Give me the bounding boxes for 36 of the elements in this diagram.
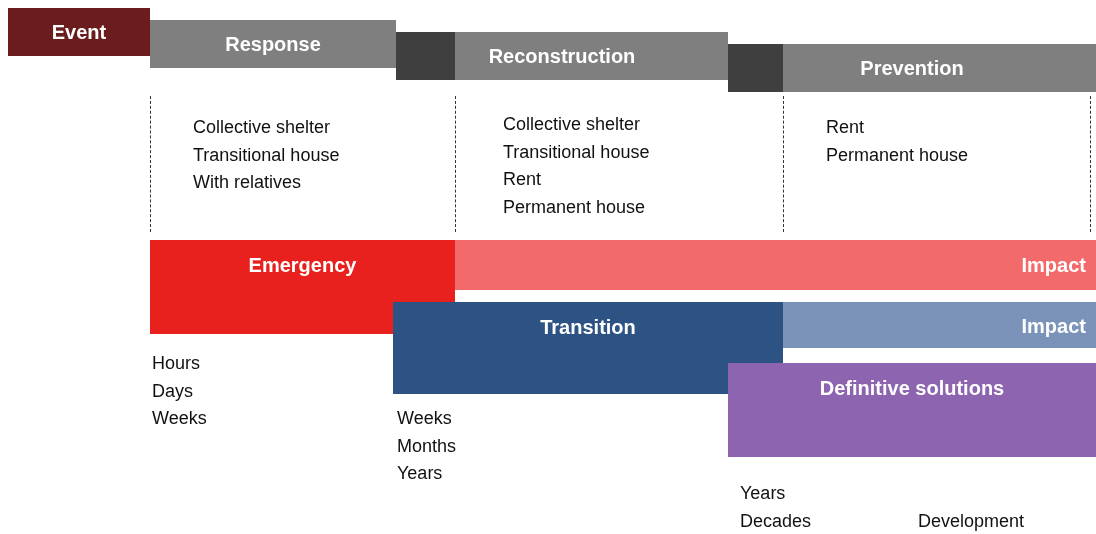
phase-bar [728,44,1096,92]
duration-text: Years [397,463,443,484]
duration-text: Weeks [152,408,207,429]
duration-text: Decades [740,510,812,532]
bar-title: Impact [1021,254,1086,277]
duration-text: Hours [152,353,200,374]
duration-text: Days [152,380,193,402]
housing-option: Permanent house [503,196,646,218]
housing-option: Transitional house [503,141,650,163]
housing-option: Collective shelter [503,114,641,135]
bar-title: Response [225,33,321,56]
bar-title: Prevention [860,57,964,80]
housing-option: Rent [826,117,865,138]
bar-title: Definitive solutions [819,377,1005,400]
impact-bar [783,302,1096,348]
bar-title: Impact [1021,315,1086,338]
bar-title: Event [51,21,107,44]
event-bar [8,8,150,56]
housing-option: Rent [503,169,542,190]
duration-text: Weeks [397,408,452,429]
duration-text: Months [397,435,457,457]
emergency-bar [150,240,455,334]
bar-title: Reconstruction [488,45,636,68]
phase-bar [150,20,396,68]
phase-bar [396,32,728,80]
impact-bar [455,240,1096,290]
housing-option: Collective shelter [193,117,331,138]
bar-title: Emergency [248,254,357,277]
bar-title: Transition [540,316,636,339]
stage-label: Development [918,511,1025,532]
housing-option: Permanent house [826,144,969,166]
transition-bar [393,302,783,394]
duration-text: Years [740,483,786,504]
housing-option: With relatives [193,172,302,193]
housing-option: Transitional house [193,144,340,166]
solutions-bar [728,363,1096,457]
